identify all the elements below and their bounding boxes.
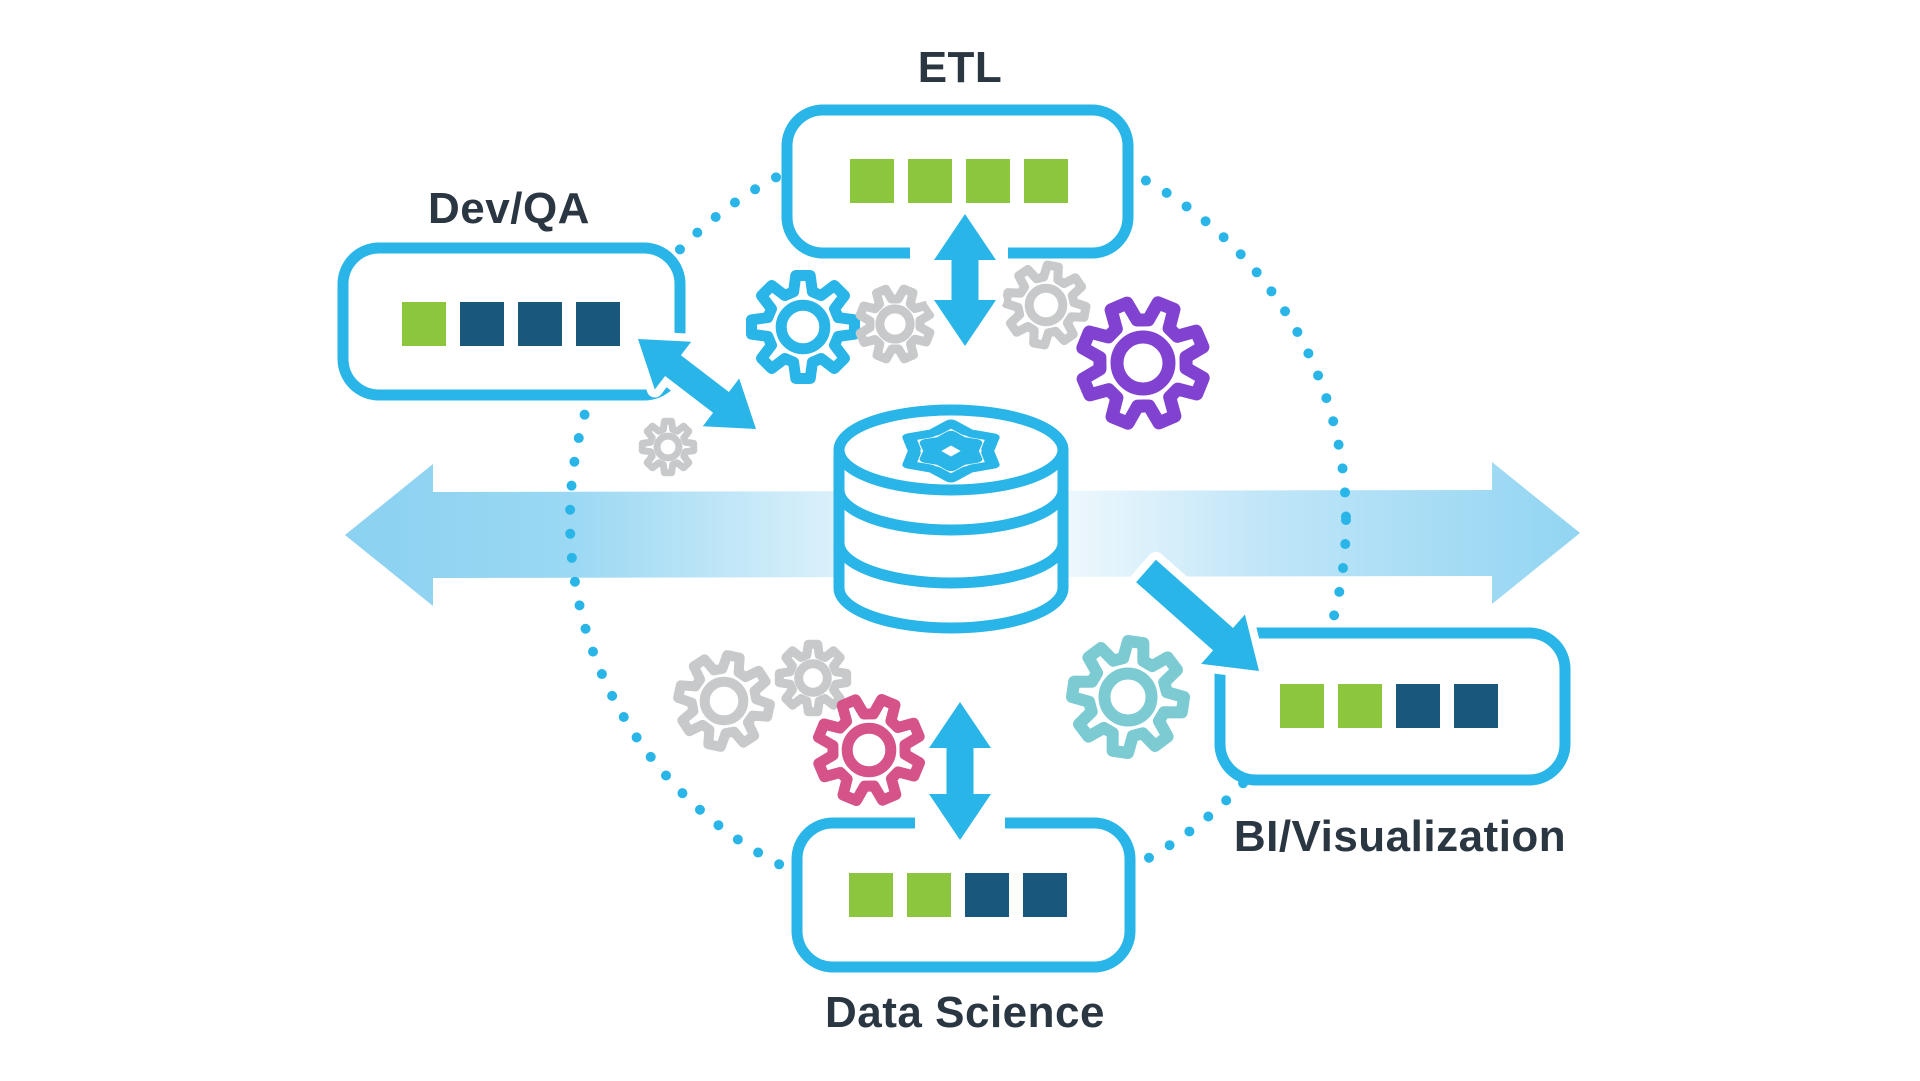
square-navy [1454, 684, 1498, 728]
square-navy [576, 302, 620, 346]
square-navy [518, 302, 562, 346]
node-devqa [337, 242, 686, 401]
square-green [1280, 684, 1324, 728]
arrow-bi [1128, 551, 1267, 679]
label-etl: ETL [918, 43, 1003, 92]
label-devqa: Dev/QA [428, 184, 590, 233]
square-green [966, 159, 1010, 203]
node-devqa-box [337, 242, 686, 401]
arrow-devqa [630, 331, 764, 437]
arrow-etl [926, 206, 1004, 354]
gear-gray-bottom-large-icon [673, 650, 775, 752]
gear-purple-icon [1076, 296, 1210, 430]
square-navy [1396, 684, 1440, 728]
square-green [1024, 159, 1068, 203]
arrow-data-science [921, 694, 999, 848]
snowflake-database-icon [833, 404, 1069, 634]
gear-blue-icon [746, 270, 860, 384]
gear-gray-right-icon [1001, 260, 1091, 350]
workload-boxes-layer [337, 104, 1571, 973]
square-green [908, 159, 952, 203]
gear-gray-top-icon [855, 284, 935, 364]
node-bi-box [1214, 627, 1571, 786]
square-green [402, 302, 446, 346]
gear-pink-icon [813, 694, 925, 806]
square-green [1338, 684, 1382, 728]
gears-layer [638, 260, 1210, 806]
snowflake-logo-icon [884, 413, 1017, 490]
square-navy [965, 873, 1009, 917]
gear-teal-icon [1066, 635, 1190, 759]
label-bi: BI/Visualization [1234, 812, 1566, 861]
node-ds [791, 811, 1136, 973]
gear-gray-bottom-small-icon [774, 639, 852, 717]
snowflake-center-diamond [927, 437, 975, 465]
label-ds: Data Science [825, 988, 1105, 1037]
node-bi [1214, 627, 1571, 786]
square-green [907, 873, 951, 917]
square-green [849, 873, 893, 917]
gear-gray-left-small-icon [638, 417, 698, 477]
square-navy [460, 302, 504, 346]
square-green [850, 159, 894, 203]
connector-arrows-layer [630, 206, 1267, 848]
square-navy [1023, 873, 1067, 917]
